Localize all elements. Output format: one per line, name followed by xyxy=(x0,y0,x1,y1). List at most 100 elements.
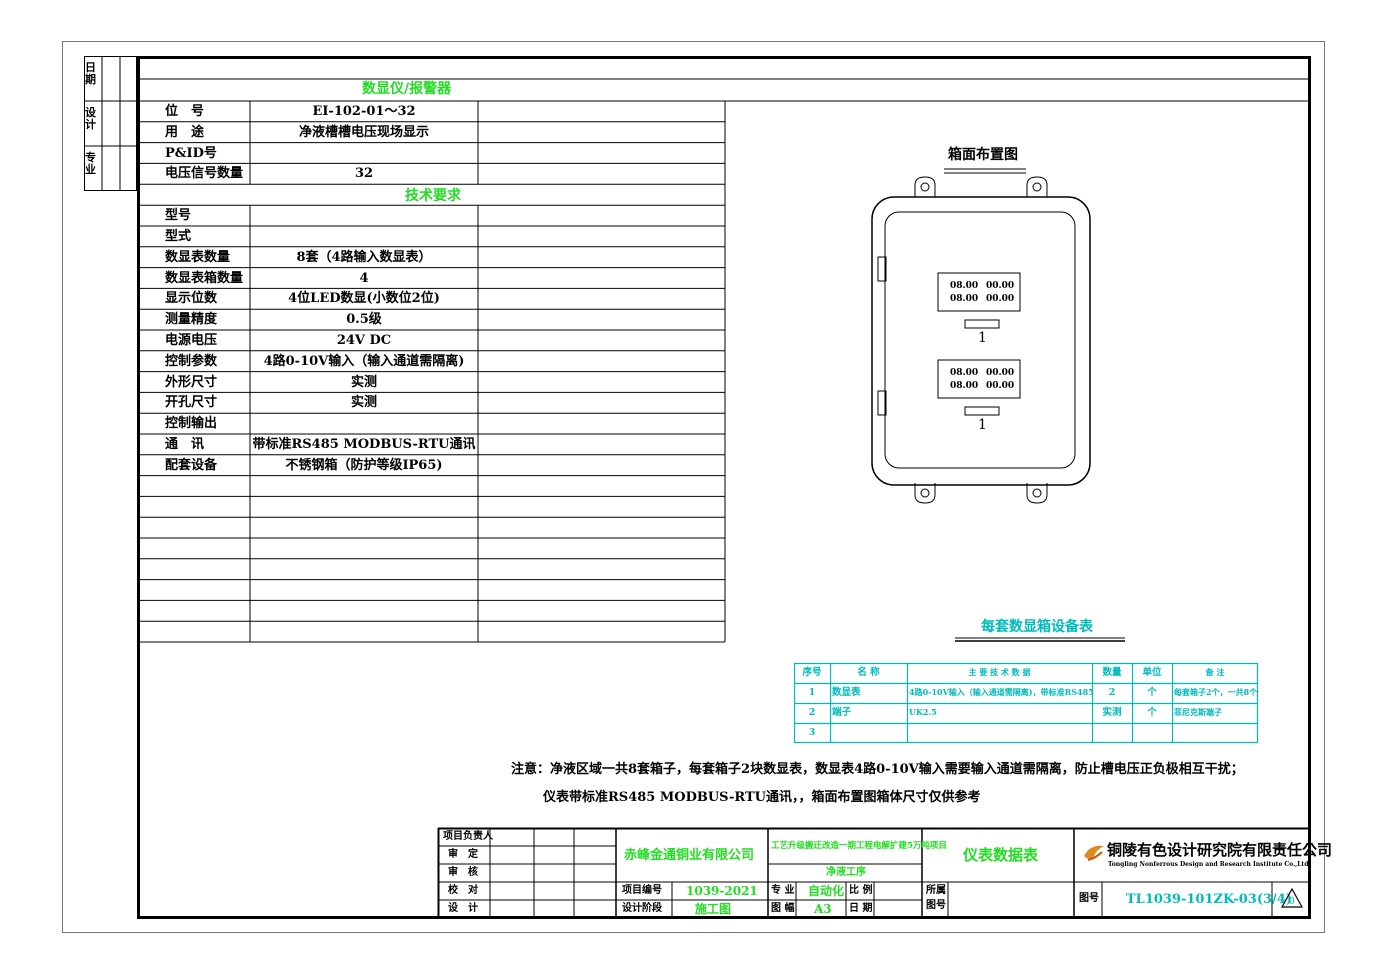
equipment-header-4: 单位 xyxy=(1142,667,1162,678)
size: A3 xyxy=(814,902,832,916)
meter-1-readings: 08.00 00.00 08.00 00.00 xyxy=(950,281,1014,304)
meter-2-reading-1: 08.00 xyxy=(950,368,978,378)
equipment-cell-1-0: 2 xyxy=(808,707,816,718)
spec-value-b9: 实测 xyxy=(350,395,377,411)
equipment-cell-1-4: 个 xyxy=(1147,707,1157,718)
layout-diagram-title: 箱面布置图 xyxy=(948,147,1018,163)
role-check: 校 对 xyxy=(448,885,478,896)
spec-value-b7: 4路0-10V输入（输入通道需隔离) xyxy=(263,353,465,369)
spec-value-b6: 24V DC xyxy=(336,333,392,348)
spec-label-1: 用 途 xyxy=(165,124,205,140)
role-approve: 审 定 xyxy=(448,849,478,860)
meter-1-label: 1 xyxy=(978,330,987,346)
spec-label-0: 位 号 xyxy=(165,104,205,119)
company-name-cn: 铜陵有色设计研究院有限责任公司 xyxy=(1107,841,1333,859)
mount-ear-top-right xyxy=(1026,176,1048,197)
spec-label-b3: 数显表箱数量 xyxy=(165,270,244,286)
spec-value-b8: 实测 xyxy=(350,374,377,390)
meter-2-reading-2: 00.00 xyxy=(986,368,1014,378)
mount-ear-bottom-left xyxy=(914,483,936,504)
equipment-header-1: 名 称 xyxy=(857,667,880,678)
mount-ear-top-left xyxy=(914,176,936,197)
title-block: 项目负责人 审 定 审 核 校 对 设 计 赤峰金通铜业有限公司 项目编号 10… xyxy=(437,827,1332,919)
subproject: 净液工序 xyxy=(826,867,866,878)
layout-diagram: 08.00 00.00 08.00 00.00 08.00 00.00 08.0… xyxy=(871,168,1091,504)
stage-label: 设计阶段 xyxy=(622,903,662,914)
drawing-frame xyxy=(137,56,1311,919)
project-no: 1039-2021 xyxy=(686,884,758,898)
belong-label-2: 图号 xyxy=(926,900,946,911)
equipment-cell-0-3: 2 xyxy=(1108,687,1116,698)
drawing-no-label: 图号 xyxy=(1079,893,1099,904)
equipment-cell-0-1: 数显表 xyxy=(832,687,861,698)
side-date-label: 日期 xyxy=(85,61,96,86)
company-logo-icon xyxy=(1084,845,1104,861)
spec-label-b8: 外形尺寸 xyxy=(165,374,218,390)
side-block: 日期 设计 专业 xyxy=(84,56,137,191)
spec-label-b12: 配套设备 xyxy=(165,457,218,473)
spec-value-b12: 不锈钢箱（防护等级IP65) xyxy=(285,457,443,473)
meter-1-reading-4: 00.00 xyxy=(986,294,1014,304)
spec-value-b11: 带标准RS485 MODBUS-RTU通讯 xyxy=(252,437,476,452)
spec-label-b4: 显示位数 xyxy=(165,291,218,307)
equipment-table-title: 每套数显箱设备表 xyxy=(981,619,1093,635)
drawing-no: TL1039-101ZK-03(3/4) xyxy=(1126,892,1292,907)
scale-label: 比 例 xyxy=(849,885,873,896)
spec-value-b2: 8套（4路输入数显表） xyxy=(296,249,432,265)
spec-value-0: EI-102-01～32 xyxy=(312,104,416,119)
stage: 施工图 xyxy=(695,902,732,916)
belong-label-1: 所属 xyxy=(926,885,946,896)
equipment-header-0: 序号 xyxy=(802,667,822,678)
meter-2-readings: 08.00 00.00 08.00 00.00 xyxy=(950,368,1014,391)
spec-value-b4: 4位LED数显(小数位2位) xyxy=(288,291,440,307)
equipment-title-underline xyxy=(955,637,1125,642)
meter-1-reading-1: 08.00 xyxy=(950,281,978,291)
discipline-label: 专 业 xyxy=(771,885,795,896)
equipment-cell-0-4: 个 xyxy=(1147,687,1157,698)
mount-ear-bottom-right xyxy=(1026,483,1048,504)
discipline: 自动化 xyxy=(808,884,845,898)
note-line-1: 注意：净液区域一共8套箱子，每套箱子2块数显表，数显表4路0-10V输入需要输入… xyxy=(511,762,1244,777)
role-design: 设 计 xyxy=(448,903,478,914)
drawing-title: 仪表数据表 xyxy=(963,846,1039,864)
equipment-cell-1-5: 菲尼克斯端子 xyxy=(1174,707,1222,717)
equipment-cell-0-5: 每套箱子2个，一共8个 xyxy=(1174,687,1258,697)
spec-label-b1: 型式 xyxy=(165,229,192,244)
spec-label-b2: 数显表数量 xyxy=(165,249,231,265)
size-label: 图 幅 xyxy=(771,903,795,914)
revision-number: 0 xyxy=(1289,897,1295,907)
meter-1-reading-2: 00.00 xyxy=(986,281,1014,291)
meter-2-label: 1 xyxy=(978,417,987,433)
spec-label-b5: 测量精度 xyxy=(165,312,218,328)
equipment-cell-2-0: 3 xyxy=(808,727,816,738)
client-name: 赤峰金通铜业有限公司 xyxy=(624,848,755,863)
spec-label-3: 电压信号数量 xyxy=(165,166,244,182)
spec-value-1: 净液槽槽电压现场显示 xyxy=(298,124,429,140)
side-discipline-label: 专业 xyxy=(85,151,96,176)
equipment-header-5: 备 注 xyxy=(1205,667,1225,677)
spec-section2-title: 技术要求 xyxy=(405,188,461,205)
equipment-table: 序号 名 称 主 要 技 术 数 据 数量 单位 备 注 1 数显表 4路0-10V输入（输入通… xyxy=(793,662,1259,744)
equipment-cell-0-0: 1 xyxy=(808,687,816,698)
role-project-lead: 项目负责人 xyxy=(443,831,493,842)
project-name: 工艺升级搬迁改造一期工程电解扩建5万吨项目 xyxy=(771,841,947,851)
equipment-header-2: 主 要 技 术 数 据 xyxy=(968,667,1031,677)
spec-section1-title: 数显仪/报警器 xyxy=(362,81,452,97)
spec-label-b0: 型号 xyxy=(165,208,192,224)
meter-1-reading-3: 08.00 xyxy=(950,294,978,304)
spec-label-b6: 电源电压 xyxy=(165,333,218,348)
note-line-2: 仪表带标准RS485 MODBUS-RTU通讯，，箱面布置图箱体尺寸仅供参考 xyxy=(543,790,981,805)
spec-label-b10: 控制输出 xyxy=(165,416,218,432)
sheet-outer-border xyxy=(62,41,1325,933)
equipment-cell-0-2: 4路0-10V输入（输入通道需隔离)，带标准RS485 xyxy=(909,687,1094,697)
role-review: 审 核 xyxy=(448,867,478,878)
revision-triangle-icon: 0 xyxy=(1280,887,1304,908)
spec-value-b3: 4 xyxy=(359,270,369,286)
meter-2-reading-3: 08.00 xyxy=(950,381,978,391)
spec-value-3: 32 xyxy=(354,166,374,182)
company-name-en: Tongling Nonferrous Design and Research … xyxy=(1108,861,1311,868)
equipment-cell-1-2: UK2.5 xyxy=(909,707,937,717)
equipment-header-3: 数量 xyxy=(1102,667,1122,678)
spec-label-b7: 控制参数 xyxy=(165,353,218,369)
